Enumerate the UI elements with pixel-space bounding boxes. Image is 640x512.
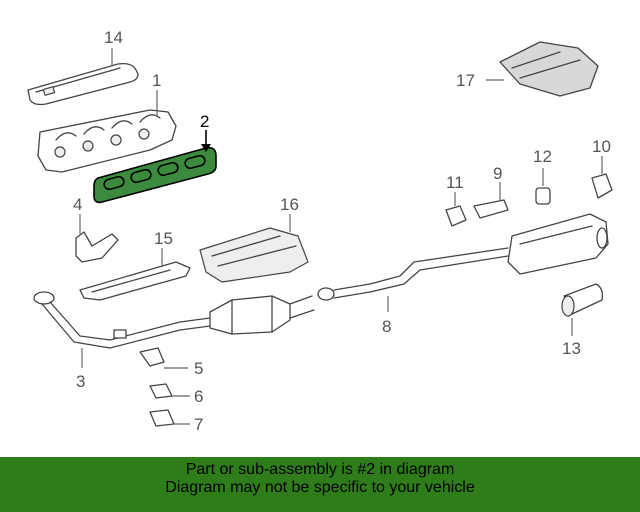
callout-16: 16 [280,195,299,214]
part-2-manifold-gasket: 2 [93,112,217,204]
callout-14: 14 [104,28,123,47]
callout-17: 17 [456,71,475,90]
part-17-heat-insulator: 17 [456,41,599,97]
callout-3: 3 [76,372,85,391]
callout-1: 1 [152,71,161,90]
part-13-exhaust-tip: 13 [561,283,604,358]
part-1-exhaust-manifold: 1 [37,71,177,173]
callout-9: 9 [493,164,502,183]
part-15-heat-shield: 15 [79,229,191,301]
callout-6: 6 [194,387,203,406]
banner-line-2: Diagram may not be specific to your vehi… [165,479,475,496]
callout-8: 8 [382,317,391,336]
part-4-bracket: 4 [73,195,119,263]
callout-11: 11 [446,173,464,192]
part-12-insulator: 12 [533,147,552,205]
part-5-bracket: 5 [139,347,203,378]
callout-7: 7 [194,415,203,434]
part-3-front-pipe: 3 [33,291,315,391]
part-14-engine-cover: 14 [27,28,139,106]
callout-13: 13 [562,339,581,358]
callout-10: 10 [592,137,611,156]
callout-4: 4 [73,195,82,214]
part-7-bracket: 7 [149,409,203,434]
info-banner: Part or sub-assembly is #2 in diagram Di… [0,457,640,512]
exhaust-parts-diagram: 14 1 2 4 15 16 [27,28,613,434]
part-8-intermediate-pipe: 8 [317,247,509,336]
callout-15: 15 [154,229,173,248]
part-9-hanger-bracket: 9 [473,164,509,219]
callout-12: 12 [533,147,552,166]
part-10-hanger: 10 [591,137,613,199]
part-11-hanger: 11 [445,173,467,227]
banner-line-1: Part or sub-assembly is #2 in diagram [185,461,455,478]
part-6-bracket: 6 [149,383,203,406]
callout-5: 5 [194,359,203,378]
part-16-converter-shield: 16 [199,195,309,283]
callout-2: 2 [200,112,209,131]
muffler [507,213,609,275]
